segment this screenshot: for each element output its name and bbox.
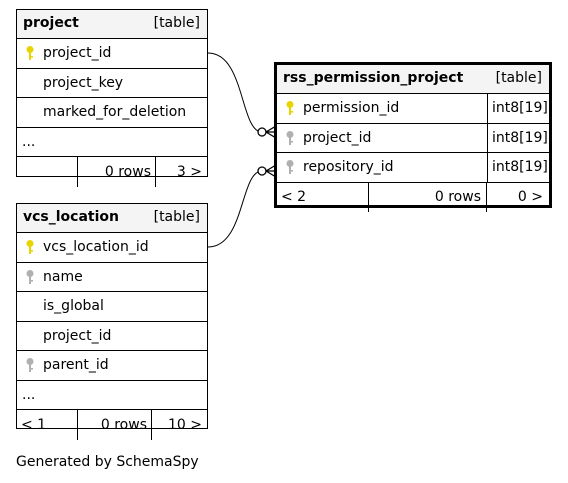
table-name: project <box>23 15 79 31</box>
primary-key-icon <box>26 46 34 60</box>
foreign-key-icon <box>26 269 34 284</box>
footer-parents-count: < 2 <box>277 182 369 212</box>
footer-row-count: 0 rows <box>78 157 156 187</box>
column-row: repository_id int8[19] <box>277 153 549 183</box>
column-name: project_id <box>43 45 112 62</box>
table-vcs-location: vcs_location [table] vcs_location_id nam… <box>16 203 208 440</box>
link-vcs-to-rss <box>207 170 263 248</box>
primary-key-icon <box>286 101 294 115</box>
column-row: parent_id <box>17 351 207 381</box>
column-row: project_id <box>17 39 207 69</box>
footer-row-count: 0 rows <box>369 182 487 212</box>
column-type: int8[19] <box>487 153 549 182</box>
table-project: project [table] project_id project_key m… <box>16 9 208 187</box>
column-row: vcs_location_id <box>17 233 207 263</box>
more-columns-row: ... <box>17 381 207 410</box>
column-name: vcs_location_id <box>43 239 149 256</box>
column-type: int8[19] <box>487 94 549 123</box>
table-kind: [table] <box>153 15 200 31</box>
column-row: permission_id int8[19] <box>277 94 549 124</box>
column-name: marked_for_deletion <box>43 104 187 121</box>
column-row: project_id <box>17 322 207 351</box>
footer-parents-count <box>17 157 78 187</box>
link-project-to-rss <box>207 52 263 133</box>
table-name: rss_permission_project <box>283 70 464 86</box>
table-header: vcs_location [table] <box>17 204 207 233</box>
table-footer: < 1 0 rows 10 > <box>17 410 207 440</box>
table-kind: [table] <box>495 70 542 86</box>
more-columns-ellipsis: ... <box>22 386 36 403</box>
column-row: project_key <box>17 69 207 98</box>
column-name: permission_id <box>303 100 400 117</box>
column-name: name <box>43 268 83 285</box>
column-name: project_id <box>303 129 372 146</box>
footer-children-count: 0 > <box>517 189 543 206</box>
link-project-optional-marker <box>257 127 267 137</box>
table-kind: [table] <box>153 209 200 225</box>
table-name: vcs_location <box>23 209 119 225</box>
column-row: project_id int8[19] <box>277 123 549 153</box>
column-name: parent_id <box>43 357 109 374</box>
column-row: marked_for_deletion <box>17 98 207 128</box>
table-header: project [table] <box>17 10 207 39</box>
footer-children-count: 3 > <box>176 163 202 180</box>
column-name: project_id <box>43 327 112 344</box>
table-footer: < 2 0 rows 0 > <box>277 182 549 212</box>
table-footer: 0 rows 3 > <box>17 157 207 187</box>
column-type: int8[19] <box>487 123 549 152</box>
column-name: is_global <box>43 298 104 315</box>
generator-credit: Generated by SchemaSpy <box>16 454 199 470</box>
footer-row-count: 0 rows <box>78 410 152 440</box>
column-row: is_global <box>17 292 207 322</box>
column-name: repository_id <box>303 159 394 176</box>
more-columns-row: ... <box>17 128 207 157</box>
primary-key-icon <box>26 240 34 254</box>
column-row: name <box>17 263 207 292</box>
table-rss-permission-project: rss_permission_project [table] permissio… <box>274 62 552 212</box>
footer-children-count: 10 > <box>168 416 202 433</box>
foreign-key-icon <box>26 358 34 372</box>
foreign-key-icon <box>286 160 294 174</box>
more-columns-ellipsis: ... <box>22 133 36 150</box>
table-header: rss_permission_project [table] <box>277 65 549 94</box>
link-vcs-optional-marker <box>257 166 267 176</box>
column-name: project_key <box>43 74 124 91</box>
foreign-key-icon <box>286 130 294 145</box>
footer-parents-count: < 1 <box>17 410 78 440</box>
